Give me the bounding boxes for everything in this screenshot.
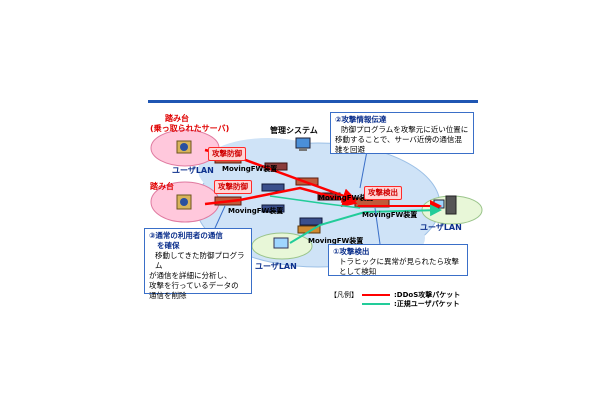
legend-label-ddos: :DDoS攻撃パケット <box>394 291 461 299</box>
hijacked-stepping-sub: (乗っ取られたサーバ) <box>150 124 230 133</box>
callout-3-line-4: 通信を削除 <box>149 291 187 300</box>
callout-3-pointer <box>214 205 226 229</box>
fw-label-left: MovingFW装置 <box>228 207 284 215</box>
callout-2-heading: ②攻撃情報伝達 <box>335 115 387 124</box>
normal-arrow-2 <box>269 195 361 209</box>
callout-attack-detection: ①攻撃検出 トラヒックに異常が見られたら攻撃 として検知 <box>328 244 468 276</box>
legend-label-normal: :正規ユーザパケット <box>394 300 460 308</box>
stepping-server-icon <box>176 194 192 210</box>
callout-2-line-3: 雑を回避 <box>335 145 365 154</box>
callout-2-line-2: 移動することで、サーバ近傍の通信混 <box>335 135 462 144</box>
callout-3-line-2: が通信を詳細に分析し、 <box>149 271 232 280</box>
attack-defense-burst-1: 攻撃防御 <box>208 147 246 161</box>
callout-3-line-3: 攻撃を行っているデータの <box>149 281 239 290</box>
callout-3-heading: ③通常の利用者の通信 <box>149 231 223 240</box>
callout-2-line-1: 防御プログラムを攻撃元に近い位置に <box>341 125 469 134</box>
attack-arrow-2 <box>204 186 358 207</box>
fw-label-right: MovingFW装置 <box>362 211 418 219</box>
hijacked-server-icon <box>176 140 192 154</box>
router-9 <box>297 225 321 234</box>
callout-1-pointer <box>374 207 381 245</box>
callout-3-line-1: 移動してきた防御プログラム <box>155 251 245 270</box>
router-10 <box>261 204 285 213</box>
legend-swatch-ddos <box>362 294 390 296</box>
stepping-stone-label: 踏み台 <box>150 182 174 191</box>
attack-defense-burst-2: 攻撃防御 <box>214 180 252 194</box>
callout-1-line-2: として検知 <box>339 267 377 276</box>
callout-1-heading: ①攻撃検出 <box>333 247 370 256</box>
callout-3-heading-2: を確保 <box>157 241 180 250</box>
router-8 <box>299 217 323 226</box>
fw-label-bottom: MovingFW装置 <box>308 237 364 245</box>
hijacked-stepping-title: 踏み台 <box>165 114 189 123</box>
user-lan-label-2: ユーザLAN <box>255 262 297 271</box>
callout-attack-info-transfer: ②攻撃情報伝達 防御プログラムを攻撃元に近い位置に 移動することで、サーバ近傍の… <box>330 112 474 154</box>
mgmt-pc-icon <box>295 137 311 151</box>
user-lan-label-1: ユーザLAN <box>172 166 214 175</box>
mgmt-system-label: 管理システム <box>270 126 318 135</box>
callout-1-line-1: トラヒックに異常が見られたら攻撃 <box>339 257 459 266</box>
user-lan-label-3: ユーザLAN <box>420 223 462 232</box>
legend-title: 【凡例】 <box>330 291 358 299</box>
callout-normal-user-traffic: ③通常の利用者の通信 を確保 移動してきた防御プログラム が通信を詳細に分析し、… <box>144 228 252 300</box>
router-4 <box>261 183 285 192</box>
header-rule <box>148 100 478 103</box>
normal-arrow-1 <box>289 204 442 244</box>
fw-label-top-left: MovingFW装置 <box>222 165 278 173</box>
legend-swatch-normal <box>362 303 390 305</box>
attack-detect-burst: 攻撃検出 <box>364 186 402 200</box>
lower-user-pc-icon <box>273 237 289 249</box>
fw-label-center: MovingFW装置 <box>318 194 374 202</box>
